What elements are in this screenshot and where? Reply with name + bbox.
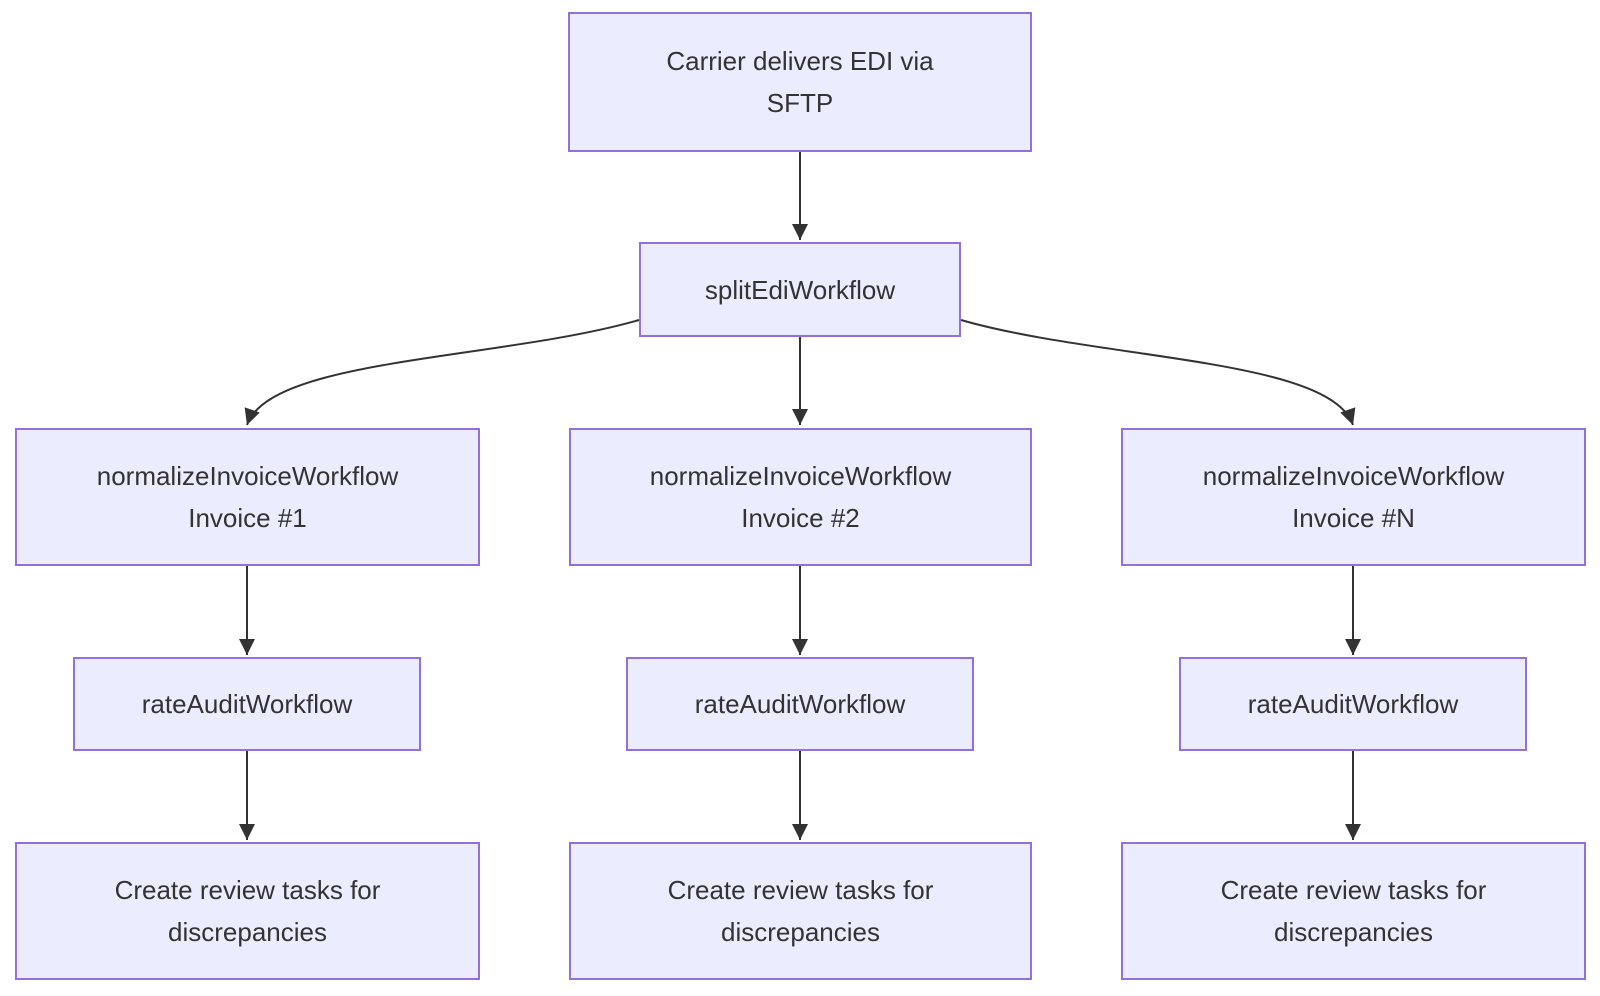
node-label-line: SFTP <box>766 88 834 118</box>
node-split-edi-workflow: splitEdiWorkflow <box>639 242 961 337</box>
node-label-line: Carrier delivers EDI via <box>666 46 934 76</box>
node-carrier-delivers-edi: Carrier delivers EDI via SFTP <box>568 12 1032 152</box>
node-label-line: normalizeInvoiceWorkflow <box>96 461 399 491</box>
node-label-line: rateAuditWorkflow <box>1247 689 1459 719</box>
node-normalize-invoice-workflow-n: normalizeInvoiceWorkflow Invoice #N <box>1121 428 1586 566</box>
node-label-line: discrepancies <box>168 917 327 947</box>
node-create-review-tasks-n: Create review tasks for discrepancies <box>1121 842 1586 980</box>
node-label-line: normalizeInvoiceWorkflow <box>1202 461 1505 491</box>
node-label-line: Invoice #N <box>1292 503 1415 533</box>
node-label-line: Create review tasks for <box>114 875 381 905</box>
node-rate-audit-workflow-1: rateAuditWorkflow <box>73 657 421 751</box>
node-rate-audit-workflow-2: rateAuditWorkflow <box>626 657 974 751</box>
node-create-review-tasks-1: Create review tasks for discrepancies <box>15 842 480 980</box>
node-label-line: Create review tasks for <box>1220 875 1487 905</box>
node-rate-audit-workflow-n: rateAuditWorkflow <box>1179 657 1527 751</box>
node-normalize-invoice-workflow-1: normalizeInvoiceWorkflow Invoice #1 <box>15 428 480 566</box>
node-label-line: Invoice #2 <box>741 503 860 533</box>
node-label-line: normalizeInvoiceWorkflow <box>649 461 952 491</box>
node-label-line: rateAuditWorkflow <box>694 689 906 719</box>
node-label-line: Invoice #1 <box>188 503 307 533</box>
node-label-line: Create review tasks for <box>667 875 934 905</box>
node-label-line: discrepancies <box>1274 917 1433 947</box>
node-create-review-tasks-2: Create review tasks for discrepancies <box>569 842 1032 980</box>
edge-split-to-normalize-1 <box>244 319 640 426</box>
node-label-line: discrepancies <box>721 917 880 947</box>
node-normalize-invoice-workflow-2: normalizeInvoiceWorkflow Invoice #2 <box>569 428 1032 566</box>
node-label-line: splitEdiWorkflow <box>704 274 896 305</box>
node-label-line: rateAuditWorkflow <box>141 689 353 719</box>
edge-split-to-normalize-n <box>960 319 1356 426</box>
